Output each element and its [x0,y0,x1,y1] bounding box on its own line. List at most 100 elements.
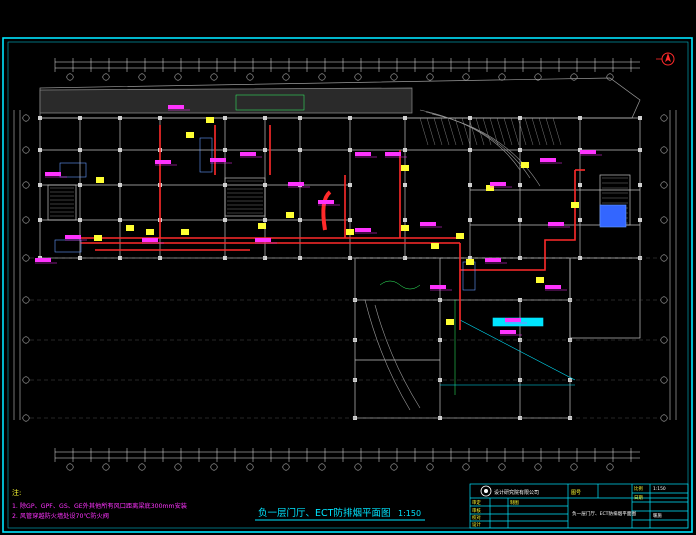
axis-bubble [318,73,326,81]
column [403,218,407,222]
column [118,256,122,260]
equipment-tag [500,330,516,334]
column [78,183,82,187]
drawing-title: 负一层门厅、ECT防排烟平面图 [258,507,390,519]
equipment-tag [65,235,81,239]
axis-bubble [390,463,398,471]
axis-bubble [22,114,30,122]
fire-damper [446,319,454,325]
column [638,116,642,120]
fire-damper [466,259,474,265]
column [38,183,42,187]
fire-damper [96,177,104,183]
column [578,183,582,187]
column [38,116,42,120]
axis-bubble [102,73,110,81]
column [348,218,352,222]
stair-treads [50,117,628,224]
axis-bubble [138,463,146,471]
column [38,148,42,152]
column [223,116,227,120]
equipment-tag [210,158,226,162]
axis-bubble [570,73,578,81]
stair-tread [517,117,527,146]
drawing-no-label: 图号 [571,490,581,496]
note-2: 2. 风管穿越防火墙处设70℃防火阀 [12,512,109,520]
equipment-tag [485,258,501,262]
equipment-tag [385,152,401,156]
stair-tread [524,117,534,146]
axis-bubble [102,463,110,471]
axis-bubble [660,376,668,384]
stair-tread [447,117,457,146]
axis-bubble [22,216,30,224]
grid-lines [30,257,660,419]
column [518,148,522,152]
column [348,256,352,260]
axis-bubble [22,296,30,304]
title-block-row-5: 制图 [510,499,519,506]
dimension-lines [13,61,677,459]
axis-bubble [354,463,362,471]
equipment-tag [548,222,564,226]
axis-bubble [426,73,434,81]
column [263,116,267,120]
fire-damper [431,243,439,249]
axis-bubble [66,463,74,471]
equipment-tag [540,158,556,162]
axis-bubble [66,73,74,81]
stair-tread [552,117,562,146]
axis-bubble [660,254,668,262]
column [118,148,122,152]
outer-frame [2,37,693,533]
logo-icon [480,485,492,497]
fire-dampers [94,117,579,325]
fire-damper [346,229,354,235]
column [468,148,472,152]
date-label: 日期 [634,495,643,501]
equipment-tag [420,222,436,226]
column [468,256,472,260]
inner-frame [7,41,689,529]
column [223,148,227,152]
column [118,218,122,222]
axis-bubble [22,181,30,189]
stair-tread [433,117,443,146]
column [348,183,352,187]
axis-bubble [210,463,218,471]
stair-tread [426,117,436,146]
column [38,218,42,222]
fire-damper [486,185,494,191]
equipment-tag [288,182,304,186]
fire-damper [286,212,294,218]
column [223,256,227,260]
title-block-row-4: 设计 [472,521,481,528]
column [263,183,267,187]
stair-tread [503,117,513,146]
equipment-tag [318,200,334,204]
axis-bubble [462,463,470,471]
axis-bubble [354,73,362,81]
fire-damper [186,132,194,138]
stair-tread [419,117,429,146]
stair-tread [538,117,548,146]
axis-bubble [246,463,254,471]
equipment-tag [142,238,158,242]
company-name: 设计研究院有限公司 [494,489,539,496]
fire-damper [536,277,544,283]
stair-tread [531,117,541,146]
axis-bubble [174,73,182,81]
column [578,218,582,222]
stair-tread [545,117,555,146]
title-block [469,483,689,529]
axis-bubble [660,114,668,122]
equipment-tag [155,160,171,164]
notes-heading: 注: [12,488,21,497]
axis-bubble [606,463,614,471]
axis-bubble [246,73,254,81]
stair-tread [468,117,478,146]
axis-bubble [426,463,434,471]
fire-damper [94,235,102,241]
column [518,218,522,222]
equipment-tag [490,182,506,186]
